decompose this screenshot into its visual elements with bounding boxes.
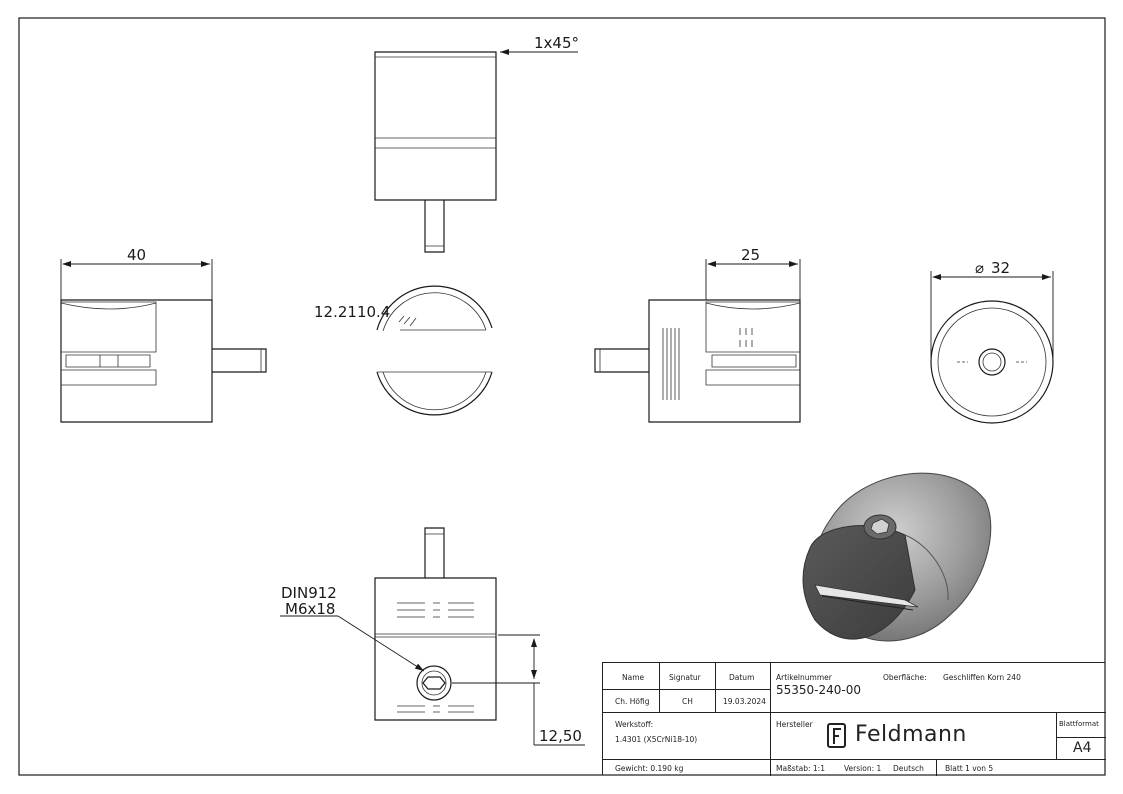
article-number: 55350-240-00: [776, 683, 862, 697]
weight: Gewicht: 0.190 kg: [615, 764, 684, 773]
bottom-view: DIN912 M6x18 12,50: [280, 527, 585, 746]
version: Version: 1: [844, 764, 882, 773]
isometric-render: [802, 472, 992, 642]
scale: Maßstab: 1:1: [776, 764, 825, 773]
top-view: 1x45°: [374, 34, 579, 253]
left-view: 40: [60, 246, 267, 423]
title-block: Name Signatur Datum Ch. Höfig CH 19.03.2…: [602, 662, 1106, 776]
screw-spec-line2: M6x18: [285, 600, 335, 618]
sheet-border: [18, 17, 1106, 776]
material-label: Werkstoff:: [615, 720, 654, 729]
width-25-label: 25: [741, 246, 760, 264]
material-value: 1.4301 (X5CrNi18-10): [615, 735, 698, 744]
end-view: ⌀ 32: [930, 259, 1054, 424]
feldmann-logo-icon: [827, 723, 846, 748]
width-40-label: 40: [127, 246, 146, 264]
manufacturer-label: Hersteller: [776, 720, 813, 729]
article-label: Artikelnummer: [776, 673, 832, 682]
offset-label: 12,50: [539, 727, 582, 745]
surface-label: Oberfläche:: [883, 673, 927, 682]
screw-spec-line1: DIN912: [281, 584, 337, 602]
sheet-format-label: Blattformat: [1059, 720, 1099, 728]
language: Deutsch: [893, 764, 924, 773]
chamfer-label: 1x45°: [534, 34, 579, 52]
sheet-count: Blatt 1 von 5: [945, 764, 994, 773]
surface-value: Geschliffen Korn 240: [943, 673, 1021, 682]
diameter-label: 32: [991, 259, 1010, 277]
sheet-format-value: A4: [1073, 740, 1092, 756]
drawing-date: 19.03.2024: [723, 697, 766, 706]
drafter-signature: CH: [682, 697, 693, 706]
brand-name: Feldmann: [855, 722, 967, 747]
col-datum: Datum: [729, 673, 755, 682]
col-signatur: Signatur: [669, 673, 701, 682]
diameter-symbol: ⌀: [975, 259, 984, 277]
col-name: Name: [622, 673, 645, 682]
right-view: 25: [594, 246, 801, 423]
section-view: 12.2110.4: [314, 285, 493, 416]
section-label: 12.2110.4: [314, 303, 390, 321]
drafter-name: Ch. Höfig: [615, 697, 650, 706]
